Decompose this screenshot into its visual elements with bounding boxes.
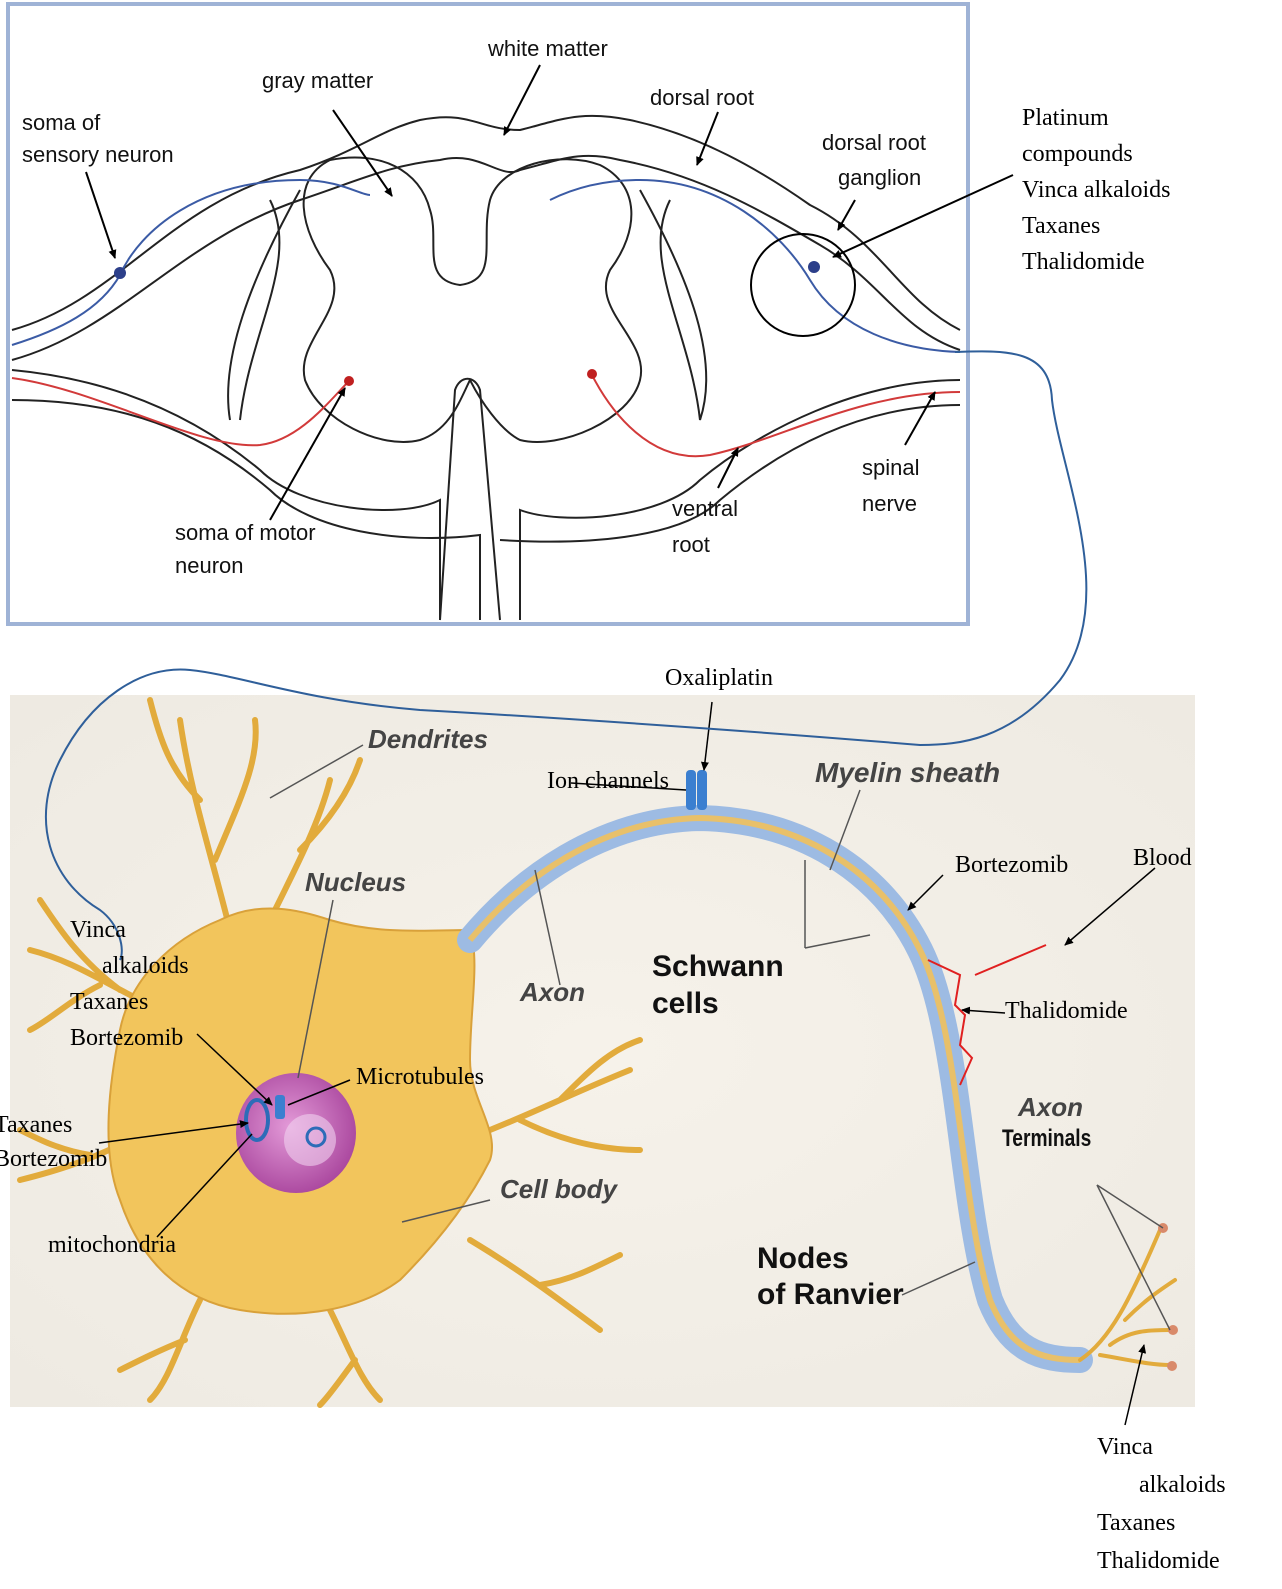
label-dorsal-root: dorsal root bbox=[650, 85, 754, 110]
label-gray-matter: gray matter bbox=[262, 68, 373, 93]
label-axon: Axon bbox=[520, 978, 585, 1008]
label-mitochondria: mitochondria bbox=[48, 1232, 176, 1260]
label-spinal-nerve-2: nerve bbox=[862, 491, 917, 516]
terminal-drug-list: Vinca alkaloids Taxanes Thalidomide bbox=[1097, 1428, 1226, 1580]
label-axon-terminals-2: Terminals bbox=[1002, 1125, 1091, 1153]
drg-drug-item: Thalidomide bbox=[1022, 244, 1171, 280]
label-myelin-sheath: Myelin sheath bbox=[815, 757, 1000, 789]
label-ion-channels: Ion channels bbox=[547, 768, 669, 796]
mito-drug-item: Taxanes bbox=[0, 1108, 107, 1142]
label-microtubules: Microtubules bbox=[356, 1064, 484, 1092]
label-ventral-root-1: ventral bbox=[672, 496, 738, 521]
label-spinal-nerve-1: spinal bbox=[862, 455, 919, 480]
motor-soma-left bbox=[344, 376, 354, 386]
microtubule-drug-item: alkaloids bbox=[70, 948, 189, 984]
drg-drug-item: Platinum bbox=[1022, 100, 1171, 136]
label-drg-2: ganglion bbox=[838, 165, 921, 190]
microtubule-drug-item: Taxanes bbox=[70, 984, 189, 1020]
label-schwann-1: Schwann bbox=[652, 950, 784, 985]
drg-drug-list: Platinum compounds Vinca alkaloids Taxan… bbox=[1022, 100, 1171, 280]
motor-soma-right bbox=[587, 369, 597, 379]
label-drg-1: dorsal root bbox=[822, 130, 926, 155]
drg-drug-item: Taxanes bbox=[1022, 208, 1171, 244]
label-bortezomib-myelin: Bortezomib bbox=[955, 852, 1068, 880]
label-nucleus: Nucleus bbox=[305, 868, 406, 898]
microtubule-drug-item: Vinca bbox=[70, 912, 189, 948]
microtubule-shape bbox=[275, 1095, 285, 1119]
sensory-soma-right bbox=[808, 261, 820, 273]
label-cell-body: Cell body bbox=[500, 1175, 617, 1205]
label-dendrites: Dendrites bbox=[368, 725, 488, 755]
label-soma-motor-1: soma of motor bbox=[175, 520, 316, 545]
label-soma-sensory-2: sensory neuron bbox=[22, 142, 174, 167]
microtubule-drug-item: Bortezomib bbox=[70, 1020, 189, 1056]
terminal-drug-item: alkaloids bbox=[1097, 1466, 1226, 1504]
label-white-matter: white matter bbox=[488, 36, 608, 61]
terminal-drug-item: Thalidomide bbox=[1097, 1542, 1226, 1580]
label-soma-sensory-1: soma of bbox=[22, 110, 100, 135]
label-schwann-2: cells bbox=[652, 987, 719, 1022]
label-ventral-root-2: root bbox=[672, 532, 710, 557]
label-soma-motor-2: neuron bbox=[175, 553, 244, 578]
drg-drug-item: compounds bbox=[1022, 136, 1171, 172]
nucleolus-shape bbox=[284, 1114, 336, 1166]
label-axon-terminals-1: Axon bbox=[1018, 1093, 1083, 1123]
neuron-panel bbox=[10, 695, 1195, 1425]
terminal-drug-item: Taxanes bbox=[1097, 1504, 1226, 1542]
label-nodes-1: Nodes bbox=[757, 1242, 849, 1277]
label-blood: Blood bbox=[1133, 845, 1192, 873]
ion-channel-shape bbox=[686, 770, 696, 810]
label-nodes-2: of Ranvier bbox=[757, 1278, 904, 1313]
terminal-drug-item: Vinca bbox=[1097, 1428, 1226, 1466]
panel-frame bbox=[8, 4, 968, 624]
mito-drug-item: Bortezomib bbox=[0, 1142, 107, 1176]
label-oxaliplatin: Oxaliplatin bbox=[665, 665, 773, 693]
mitochondria-drug-list: Taxanes Bortezomib bbox=[0, 1108, 107, 1176]
microtubule-drug-list: Vinca alkaloids Taxanes Bortezomib bbox=[70, 912, 189, 1056]
spinal-cord-panel bbox=[8, 4, 1013, 624]
label-thalidomide-vessel: Thalidomide bbox=[1005, 998, 1128, 1026]
sensory-soma-left bbox=[114, 267, 126, 279]
drg-drug-item: Vinca alkaloids bbox=[1022, 172, 1171, 208]
